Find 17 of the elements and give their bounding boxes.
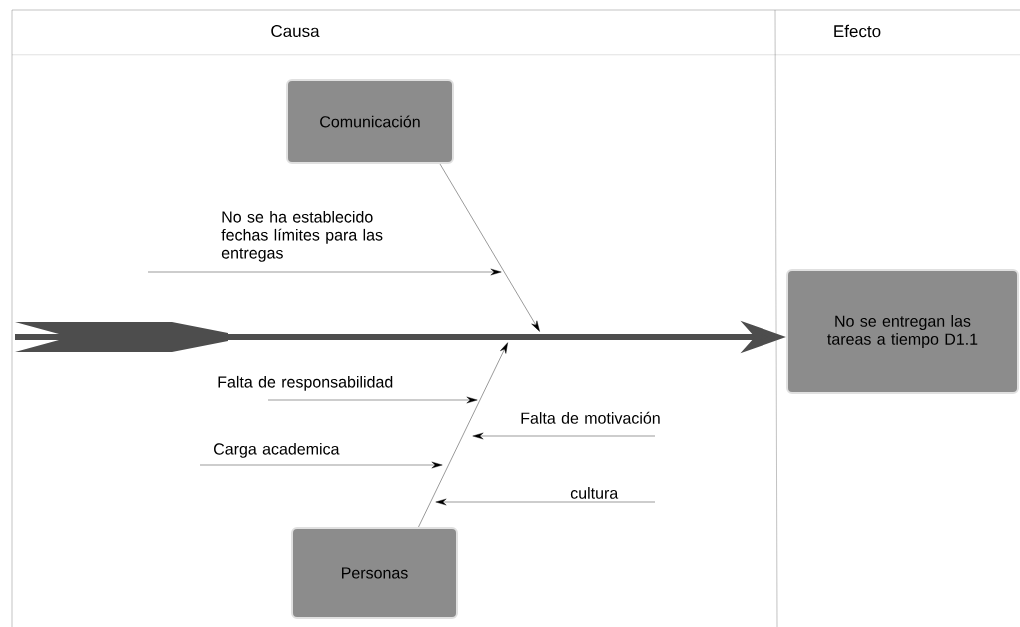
cause-box: Personas [291,527,458,619]
arrow [472,432,656,440]
arrow [435,498,656,506]
arrow [199,461,443,469]
arrow [147,268,502,276]
cause-label: cultura [570,487,619,499]
cause-label: Carga academica [214,442,340,458]
column-header: Efecto [834,24,881,38]
arrow [439,163,540,332]
column-header: Causa [271,25,320,38]
cause-label: No se ha establecido fechas límites para las entregas [221,210,383,262]
cause-label: Falta de motivación [521,411,660,424]
cause-box: Comunicación [286,79,454,164]
arrow [418,342,508,528]
arrow [267,396,478,404]
cause-box: No se entregan las tareas a tiempo D1.1 [786,269,1019,394]
cause-label: Falta de responsabilidad [218,375,393,391]
